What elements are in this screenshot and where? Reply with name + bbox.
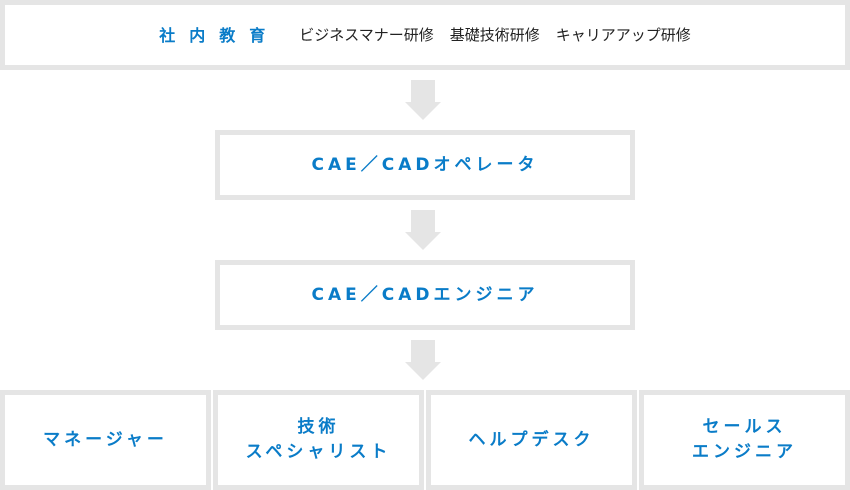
down-arrow-icon <box>405 80 441 120</box>
training-item: キャリアアップ研修 <box>555 25 691 44</box>
career-helpdesk: ヘルプデスク <box>426 390 637 490</box>
career-line: マネージャー <box>43 429 168 450</box>
down-arrow-icon <box>405 210 441 250</box>
career-line: スペシャリスト <box>245 442 392 462</box>
step-engineer: CAE／CADエンジニア <box>215 260 635 330</box>
step-label: CAE／CADエンジニア <box>311 284 539 305</box>
training-item: ビジネスマナー研修 <box>299 25 434 44</box>
career-line: エンジニア <box>692 442 797 462</box>
career-manager: マネージャー <box>0 390 211 490</box>
step-label: CAE／CADオペレータ <box>311 154 539 175</box>
training-label: 社内教育 <box>159 25 280 45</box>
career-line: ヘルプデスク <box>468 429 595 450</box>
down-arrow-icon <box>405 340 441 380</box>
career-sales-engineer: セールスエンジニア <box>639 390 850 490</box>
internal-training-box: 社内教育 ビジネスマナー研修 基礎技術研修 キャリアアップ研修 <box>0 0 850 70</box>
career-line: セールス <box>702 417 787 437</box>
step-operator: CAE／CADオペレータ <box>215 130 635 200</box>
training-item: 基礎技術研修 <box>449 25 540 44</box>
career-line: 技術 <box>297 417 340 437</box>
career-specialist: 技術スペシャリスト <box>213 390 424 490</box>
